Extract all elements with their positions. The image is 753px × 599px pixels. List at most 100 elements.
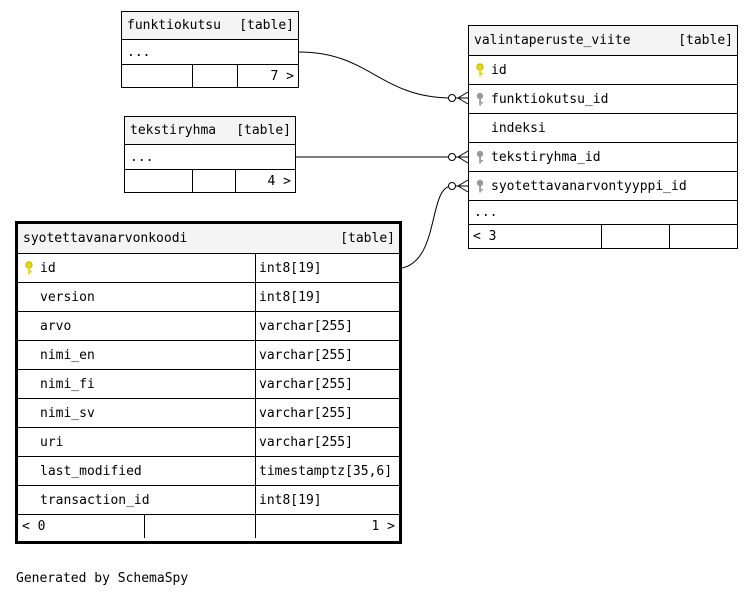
key-placeholder: [18, 486, 40, 514]
column-type: varchar[255]: [259, 434, 353, 450]
footer-cell-children[interactable]: 7 >: [238, 65, 298, 87]
children-count: 7 >: [270, 68, 294, 84]
table-type-tag: [table]: [340, 231, 395, 246]
ellipsis: ...: [474, 205, 498, 220]
footer-cell-children: [670, 225, 737, 248]
parents-count: < 3: [473, 229, 497, 244]
key-placeholder: [18, 370, 40, 398]
column-name: indeksi: [491, 120, 546, 136]
edge-funktiokutsu: [298, 51, 453, 99]
table-funktiokutsu[interactable]: funktiokutsu [table] ... 7 >: [121, 11, 299, 88]
parents-count: < 0: [22, 519, 46, 534]
footer-cell-parents: < 0: [18, 515, 145, 538]
key-placeholder: [18, 283, 40, 311]
column-type: varchar[255]: [259, 376, 353, 392]
column-name: nimi_sv: [40, 399, 256, 427]
foreign-key-icon: [469, 172, 491, 200]
table-name: funktiokutsu: [127, 18, 221, 33]
key-placeholder: [469, 114, 491, 142]
column-name: syotettavanarvontyyppi_id: [491, 178, 687, 194]
ellipsis: ...: [127, 44, 151, 60]
footer-cell-parents[interactable]: < 3: [469, 225, 602, 248]
children-count: 1 >: [371, 519, 395, 534]
ellipsis-row: ...: [122, 40, 298, 65]
foreign-key-icon: [469, 143, 491, 171]
table-name: valintaperuste_viite: [474, 33, 631, 48]
edge-syotettavanarvonkoodi: [401, 185, 453, 269]
table-type-tag: [table]: [239, 18, 294, 33]
column-name: last_modified: [40, 457, 256, 485]
table-header: funktiokutsu [table]: [122, 12, 298, 40]
table-header: syotettavanarvonkoodi [table]: [18, 224, 399, 254]
key-placeholder: [18, 399, 40, 427]
table-type-tag: [table]: [678, 33, 733, 48]
column-row[interactable]: syotettavanarvontyyppi_id: [469, 172, 737, 201]
column-name: id: [491, 62, 507, 78]
column-name: nimi_en: [40, 341, 256, 369]
column-type: timestamptz[35,6]: [259, 463, 393, 479]
table-footer: 7 >: [122, 65, 298, 87]
column-type: int8[19]: [259, 492, 322, 508]
table-footer: < 3: [469, 225, 737, 248]
table-tekstiryhma[interactable]: tekstiryhma [table] ... 4 >: [124, 116, 296, 193]
footer-cell-children[interactable]: 1 >: [256, 515, 399, 538]
column-name: transaction_id: [40, 486, 256, 514]
column-row[interactable]: id: [469, 56, 737, 85]
column-type: varchar[255]: [259, 405, 353, 421]
column-name: arvo: [40, 312, 256, 340]
footer-cell-parents: [122, 65, 193, 87]
table-footer: 4 >: [125, 170, 295, 192]
column-row[interactable]: funktiokutsu_id: [469, 85, 737, 114]
primary-key-icon: [18, 254, 40, 282]
column-type: varchar[255]: [259, 318, 353, 334]
key-placeholder: [18, 428, 40, 456]
key-placeholder: [18, 341, 40, 369]
column-name: id: [40, 254, 256, 282]
footer-cell-children[interactable]: 4 >: [236, 170, 295, 192]
footer-cell-blank: [145, 515, 256, 538]
footer-cell-blank: [602, 225, 670, 248]
column-name: version: [40, 283, 256, 311]
table-footer: < 0 1 >: [18, 515, 399, 538]
column-name: funktiokutsu_id: [491, 91, 609, 107]
children-count: 4 >: [267, 173, 291, 189]
table-header: tekstiryhma [table]: [125, 117, 295, 145]
column-name: nimi_fi: [40, 370, 256, 398]
footer-cell-parents: [125, 170, 193, 192]
crowfoot-markers: [448, 91, 469, 193]
column-row[interactable]: tekstiryhma_id: [469, 143, 737, 172]
column-name: uri: [40, 428, 256, 456]
footer-cell-blank: [193, 170, 236, 192]
table-valintaperuste-viite[interactable]: valintaperuste_viite [table] id funktiok…: [468, 25, 738, 249]
footer-cell-blank: [193, 65, 238, 87]
ellipsis-row: ...: [469, 201, 737, 225]
table-name: syotettavanarvonkoodi: [23, 231, 188, 246]
table-name: tekstiryhma: [130, 123, 217, 138]
column-row[interactable]: indeksi: [469, 114, 737, 143]
generated-by-footer: Generated by SchemaSpy: [16, 571, 189, 586]
primary-key-icon: [469, 56, 491, 84]
column-type: int8[19]: [259, 289, 322, 305]
table-type-tag: [table]: [236, 123, 291, 138]
foreign-key-icon: [469, 85, 491, 113]
column-type: int8[19]: [259, 260, 322, 276]
ellipsis-row: ...: [125, 145, 295, 170]
table-header: valintaperuste_viite [table]: [469, 26, 737, 56]
column-type: varchar[255]: [259, 347, 353, 363]
key-placeholder: [18, 312, 40, 340]
ellipsis: ...: [130, 149, 154, 165]
column-name: tekstiryhma_id: [491, 149, 601, 165]
key-placeholder: [18, 457, 40, 485]
